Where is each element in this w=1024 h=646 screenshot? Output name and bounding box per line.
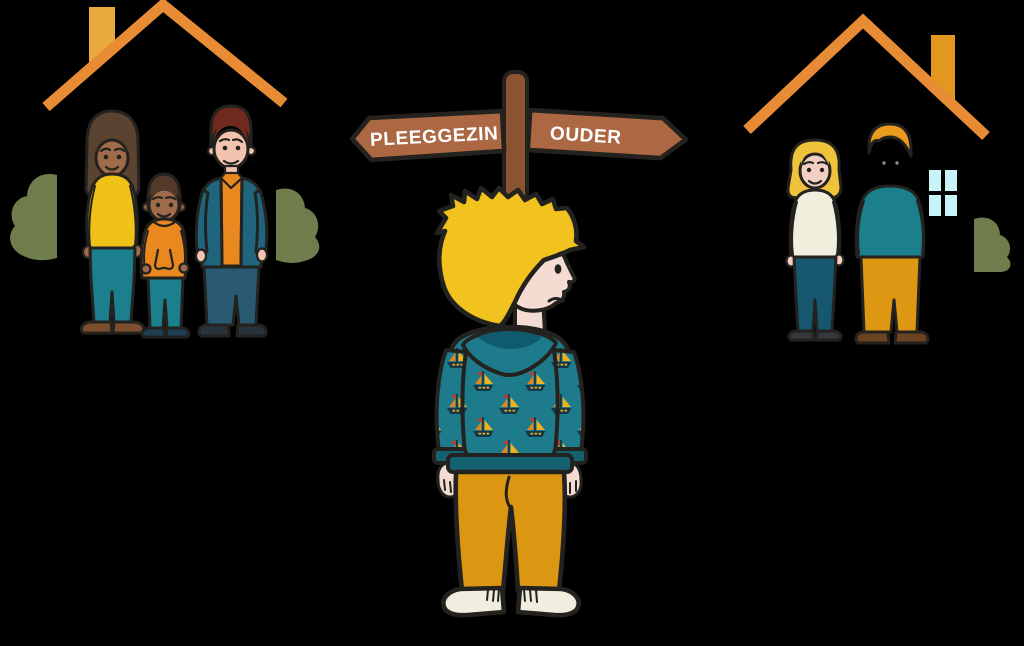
boy [432, 185, 588, 618]
waistband [446, 453, 574, 474]
bush-icon [10, 174, 58, 261]
sweater [788, 188, 842, 259]
foster-house [10, 0, 320, 263]
shoe [111, 320, 146, 335]
shirt-collar [219, 171, 244, 190]
hair [434, 185, 587, 329]
hair-fringe [151, 182, 177, 199]
bush-icon [276, 188, 320, 263]
hair [867, 122, 913, 158]
foster-father [194, 104, 269, 338]
shoe [814, 329, 843, 342]
hood-inner [478, 331, 542, 349]
hoodie [139, 217, 188, 280]
hand [255, 247, 269, 263]
shoe [515, 585, 581, 618]
chimney-left [89, 7, 115, 64]
pants [202, 265, 261, 327]
hair-fringe [96, 124, 128, 153]
sweater [854, 184, 926, 259]
hand [194, 248, 208, 264]
parent-woman [785, 138, 845, 342]
pants [792, 255, 838, 333]
hair-fringe [801, 142, 829, 165]
sleeve [434, 348, 468, 455]
face [212, 128, 250, 170]
head-silhouette [873, 128, 908, 187]
shoe [164, 326, 191, 339]
sleeve [552, 348, 586, 455]
face-features [218, 138, 244, 165]
pants [88, 246, 137, 324]
face-features [546, 251, 565, 303]
sign-left: PLEEGGEZIN [349, 108, 507, 163]
pants [146, 276, 185, 330]
sleeve [194, 188, 210, 254]
pants [859, 255, 922, 334]
shoe [140, 326, 167, 339]
sweater [85, 172, 139, 250]
shoe [441, 585, 507, 618]
shoe [787, 329, 816, 342]
roofline-right [743, 13, 990, 141]
face-features [151, 196, 177, 218]
foster-child [139, 172, 191, 339]
face-features [99, 147, 126, 171]
foster-family [79, 104, 269, 339]
window [929, 170, 957, 216]
shoe [197, 323, 231, 338]
bush-icon [974, 217, 1011, 272]
sign-right: OUDER [525, 107, 689, 161]
hand [140, 263, 152, 275]
signpost: PLEEGGEZIN OUDER [349, 70, 689, 212]
pants [453, 469, 568, 594]
face-features [882, 161, 899, 165]
parents [785, 122, 930, 345]
sign-right-label: OUDER [549, 123, 622, 148]
chimney-right [931, 35, 955, 103]
hand [178, 262, 190, 274]
roofline-left [42, 0, 288, 112]
hair-fringe [214, 118, 248, 142]
face-features [802, 161, 829, 185]
parent-house [743, 13, 1011, 272]
shoe [79, 320, 114, 335]
shoe [893, 330, 930, 345]
foster-mother [79, 109, 146, 335]
sleeve [253, 188, 269, 254]
shirt [219, 176, 244, 268]
shoe [854, 330, 891, 345]
shoe [235, 323, 268, 338]
parent-man [854, 122, 930, 345]
